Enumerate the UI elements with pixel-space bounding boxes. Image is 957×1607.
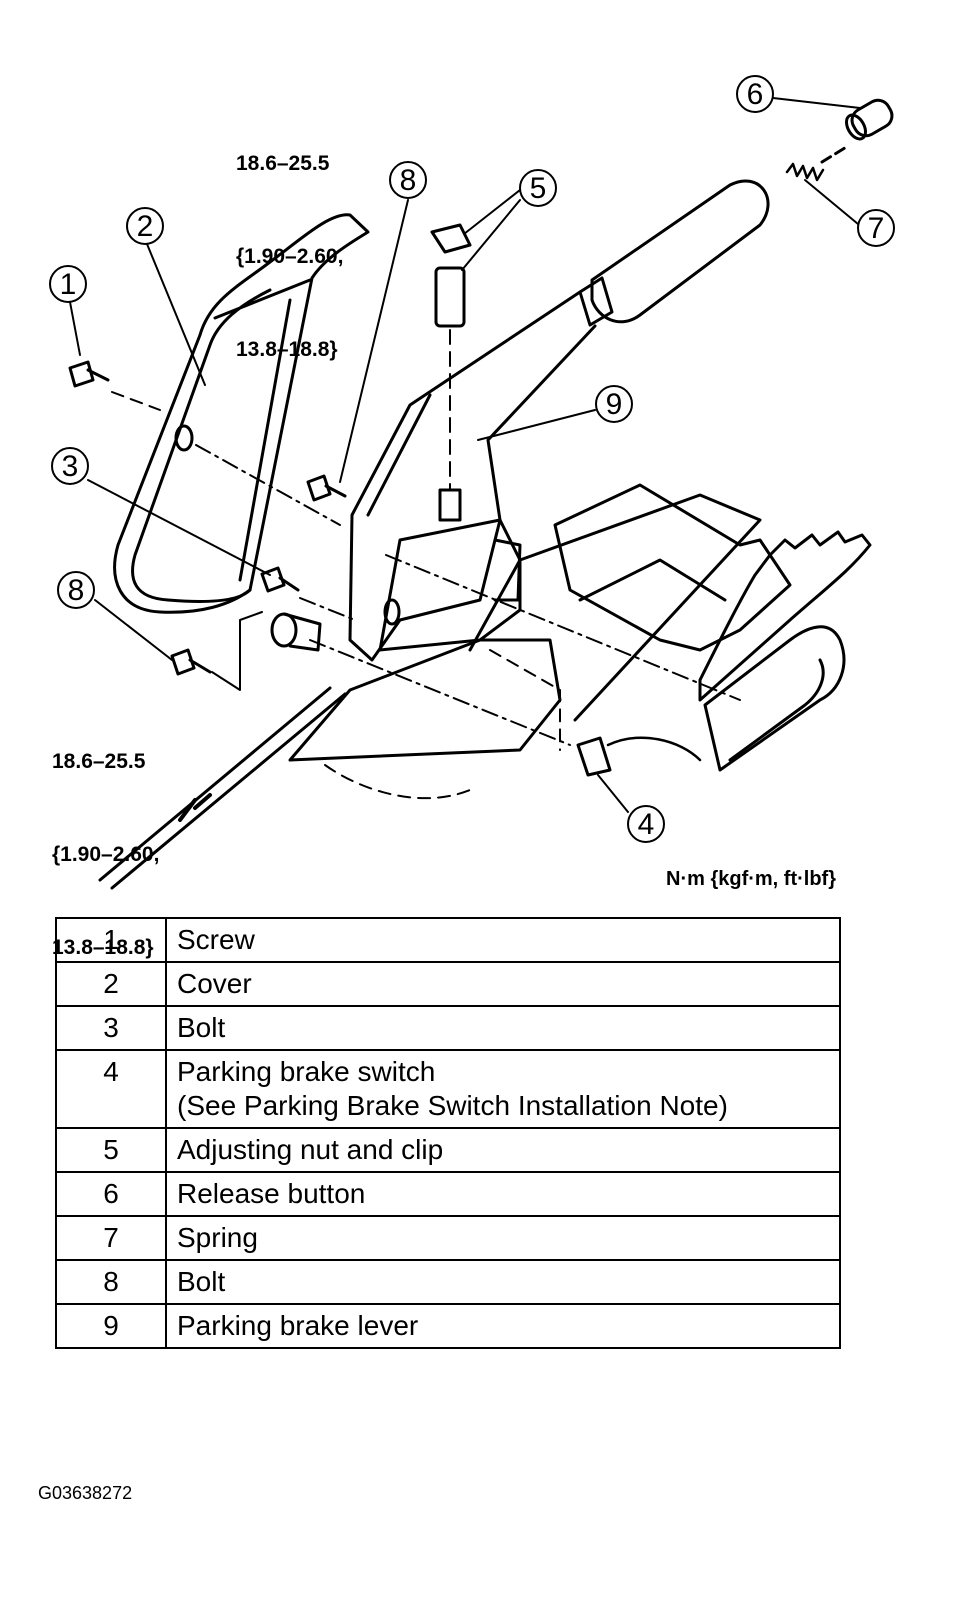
leader-lines — [69, 97, 861, 813]
callout-numbers: 1 2 3 4 5 6 7 8 8 9 — [60, 78, 885, 841]
bolt-8-lower-part — [170, 648, 212, 676]
callout-3: 3 — [62, 450, 79, 483]
exploded-view-diagram: 1 2 3 4 5 6 7 8 8 9 18.6–25.5 {1.90–2.60… — [49, 75, 895, 959]
callout-4: 4 — [638, 808, 655, 841]
callout-2: 2 — [137, 210, 154, 243]
callout-7: 7 — [868, 212, 885, 245]
table-row: 6 Release button — [55, 1171, 841, 1217]
callout-9: 9 — [606, 388, 623, 421]
callout-1: 1 — [60, 268, 77, 301]
table-row: 1 Screw — [55, 917, 841, 963]
diagram-drawing: 1 2 3 4 5 6 7 8 8 9 — [49, 75, 895, 890]
figure-id: G03638272 — [38, 1483, 133, 1503]
release-button-part — [845, 98, 894, 141]
parking-brake-lever-part — [348, 179, 770, 662]
part-number: 7 — [55, 1215, 167, 1261]
brake-cable — [98, 686, 347, 890]
callout-5: 5 — [530, 172, 547, 205]
table-row: 5 Adjusting nut and clip — [55, 1127, 841, 1173]
part-name: Parking brake switch (See Parking Brake … — [165, 1049, 841, 1129]
callout-6: 6 — [747, 78, 764, 111]
torque-bottom-line-2: {1.90–2.60, — [52, 843, 160, 866]
spring-part — [785, 144, 850, 182]
table-row: 4 Parking brake switch (See Parking Brak… — [55, 1049, 841, 1129]
table-row: 9 Parking brake lever — [55, 1303, 841, 1349]
adjusting-nut-clip-part — [430, 223, 472, 522]
pivot-pin — [174, 424, 322, 652]
table-row: 3 Bolt — [55, 1005, 841, 1051]
callout-8-upper: 8 — [400, 164, 417, 197]
part-name: Screw — [165, 917, 841, 963]
part-number: 2 — [55, 961, 167, 1007]
parts-table: 1 Screw 2 Cover 3 Bolt 4 Parking brake s… — [55, 917, 841, 1349]
callout-circles — [49, 75, 895, 843]
part-number: 5 — [55, 1127, 167, 1173]
console-floor — [553, 483, 792, 652]
part-name: Bolt — [165, 1005, 841, 1051]
torque-units: N·m {kgf·m, ft·lbf} — [666, 868, 836, 890]
table-row: 2 Cover — [55, 961, 841, 1007]
bolt-3-part — [260, 566, 300, 593]
part-name: Adjusting nut and clip — [165, 1127, 841, 1173]
torque-top-line-1: 18.6–25.5 — [236, 152, 330, 175]
screw-part — [68, 360, 161, 411]
part-number: 3 — [55, 1005, 167, 1051]
alignment-lines — [195, 444, 741, 746]
part-number: 6 — [55, 1171, 167, 1217]
bolt-8-upper-part — [306, 474, 347, 502]
torque-bottom-line-1: 18.6–25.5 — [52, 750, 146, 773]
torque-spec-top: 18.6–25.5 {1.90–2.60, 13.8–18.8} — [236, 86, 343, 427]
bracket-base — [288, 493, 762, 800]
part-number: 8 — [55, 1259, 167, 1305]
part-name: Cover — [165, 961, 841, 1007]
cover-part — [113, 213, 370, 614]
part-name: Bolt — [165, 1259, 841, 1305]
torque-top-line-3: 13.8–18.8} — [236, 338, 338, 361]
part-name: Spring — [165, 1215, 841, 1261]
part-number: 9 — [55, 1303, 167, 1349]
part-number: 1 — [55, 917, 167, 963]
table-row: 8 Bolt — [55, 1259, 841, 1305]
parking-brake-switch-part — [576, 736, 702, 777]
part-number: 4 — [55, 1049, 167, 1129]
torque-top-line-2: {1.90–2.60, — [236, 245, 344, 268]
table-row: 7 Spring — [55, 1215, 841, 1261]
part-name: Parking brake lever — [165, 1303, 841, 1349]
part-name: Release button — [165, 1171, 841, 1217]
rear-trim — [698, 530, 872, 772]
callout-8-lower: 8 — [68, 574, 85, 607]
